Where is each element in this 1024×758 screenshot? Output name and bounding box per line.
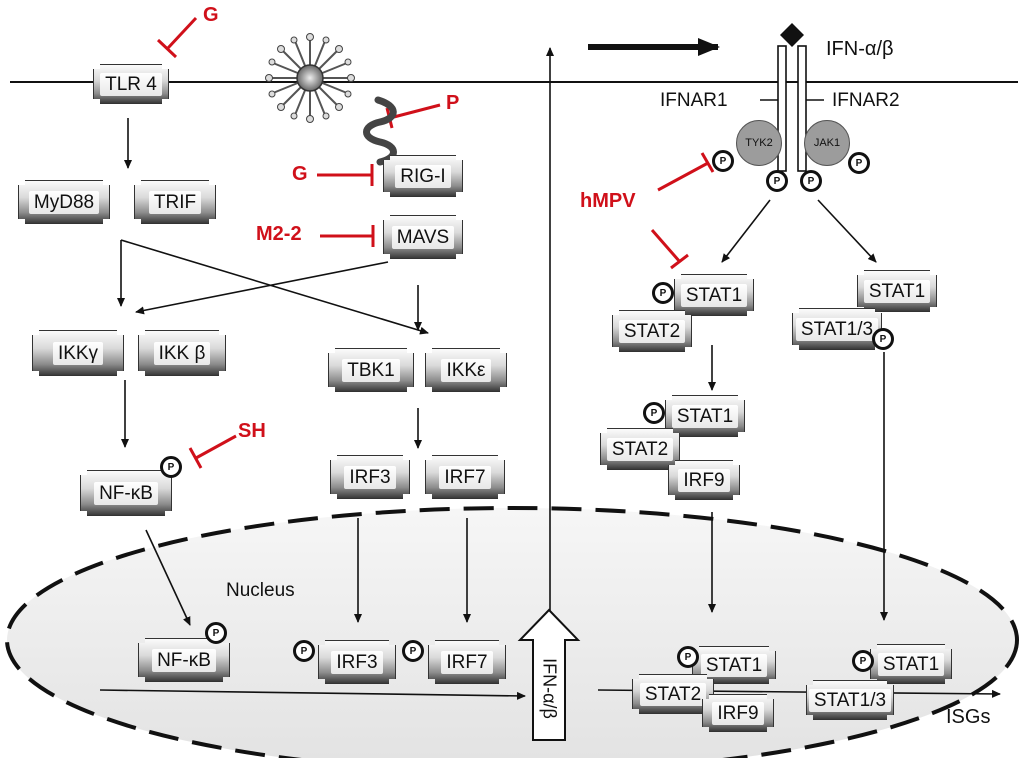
- phospho-badge: P: [643, 402, 665, 424]
- inhibitor-hmpv: hMPV: [580, 190, 636, 212]
- stat1-upper: STAT1: [674, 274, 754, 316]
- phospho-badge: P: [205, 622, 227, 644]
- ligand-label: IFN-α/β: [826, 38, 894, 60]
- phospho-badge: P: [800, 170, 822, 192]
- inhibitor-p: P: [446, 92, 460, 114]
- phospho-badge: P: [293, 640, 315, 662]
- stat2-isgf3: STAT2: [600, 428, 680, 470]
- inhibitor-g-tlr4: G: [203, 4, 219, 26]
- phospho-badge: P: [677, 646, 699, 668]
- stat2-upper: STAT2: [612, 310, 692, 352]
- phospho-badge: P: [848, 152, 870, 174]
- inhibitor-sh: SH: [238, 420, 266, 442]
- nuclear-irf3: IRF3: [318, 640, 396, 684]
- viral-rna-icon: [363, 96, 397, 166]
- ifnar1-label: IFNAR1: [660, 90, 728, 111]
- nuclear-nf-kb: NF-κB: [138, 638, 230, 682]
- node-ikk-beta: IKK β: [138, 330, 226, 376]
- node-ikk-epsilon: IKKε: [425, 348, 507, 392]
- nuclear-stat1-a: STAT1: [692, 646, 776, 684]
- phospho-badge: P: [712, 150, 734, 172]
- phospho-badge: P: [852, 650, 874, 672]
- node-ikk-gamma: IKKγ: [32, 330, 124, 376]
- ifn-gene-arrow: [517, 608, 581, 741]
- nuclear-irf7: IRF7: [428, 640, 506, 684]
- inhibitor-g-rigi: G: [292, 163, 308, 185]
- nuclear-stat1-b: STAT1: [870, 644, 952, 684]
- node-mavs: MAVS: [383, 215, 463, 259]
- jak1-kinase: JAK1: [804, 120, 850, 166]
- stat1-isgf3: STAT1: [665, 395, 745, 437]
- stat1-3-right: STAT1/3: [792, 308, 882, 350]
- node-tbk1: TBK1: [328, 348, 414, 392]
- node-irf7: IRF7: [425, 455, 505, 499]
- phospho-badge: P: [652, 282, 674, 304]
- node-trif: TRIF: [134, 180, 216, 224]
- phospho-badge: P: [766, 170, 788, 192]
- nuclear-stat1-3-b: STAT1/3: [806, 680, 894, 720]
- virus-particle-icon: [265, 33, 355, 123]
- isgs-label: ISGs: [946, 706, 991, 728]
- ifnar2-label: IFNAR2: [832, 90, 900, 111]
- node-irf3: IRF3: [330, 455, 410, 499]
- nuclear-irf9-a: IRF9: [702, 694, 774, 732]
- node-rig-i: RIG-I: [383, 155, 463, 197]
- nucleus-label: Nucleus: [226, 580, 295, 601]
- irf9-isgf3: IRF9: [668, 460, 740, 500]
- tyk2-kinase: TYK2: [736, 120, 782, 166]
- node-nf-kb: NF-κB: [80, 470, 172, 516]
- phospho-badge: P: [872, 328, 894, 350]
- nucleus-membrane: [5, 506, 1019, 758]
- node-tlr4: TLR 4: [93, 64, 169, 104]
- inhibitor-m2-2: M2-2: [256, 223, 302, 245]
- phospho-badge: P: [402, 640, 424, 662]
- node-myd88: MyD88: [18, 180, 110, 224]
- ifn-gene-label: IFN-α/β: [539, 658, 560, 719]
- nuclear-stat2-a: STAT2: [632, 674, 714, 714]
- stat1-right: STAT1: [857, 270, 937, 312]
- phospho-badge: P: [160, 456, 182, 478]
